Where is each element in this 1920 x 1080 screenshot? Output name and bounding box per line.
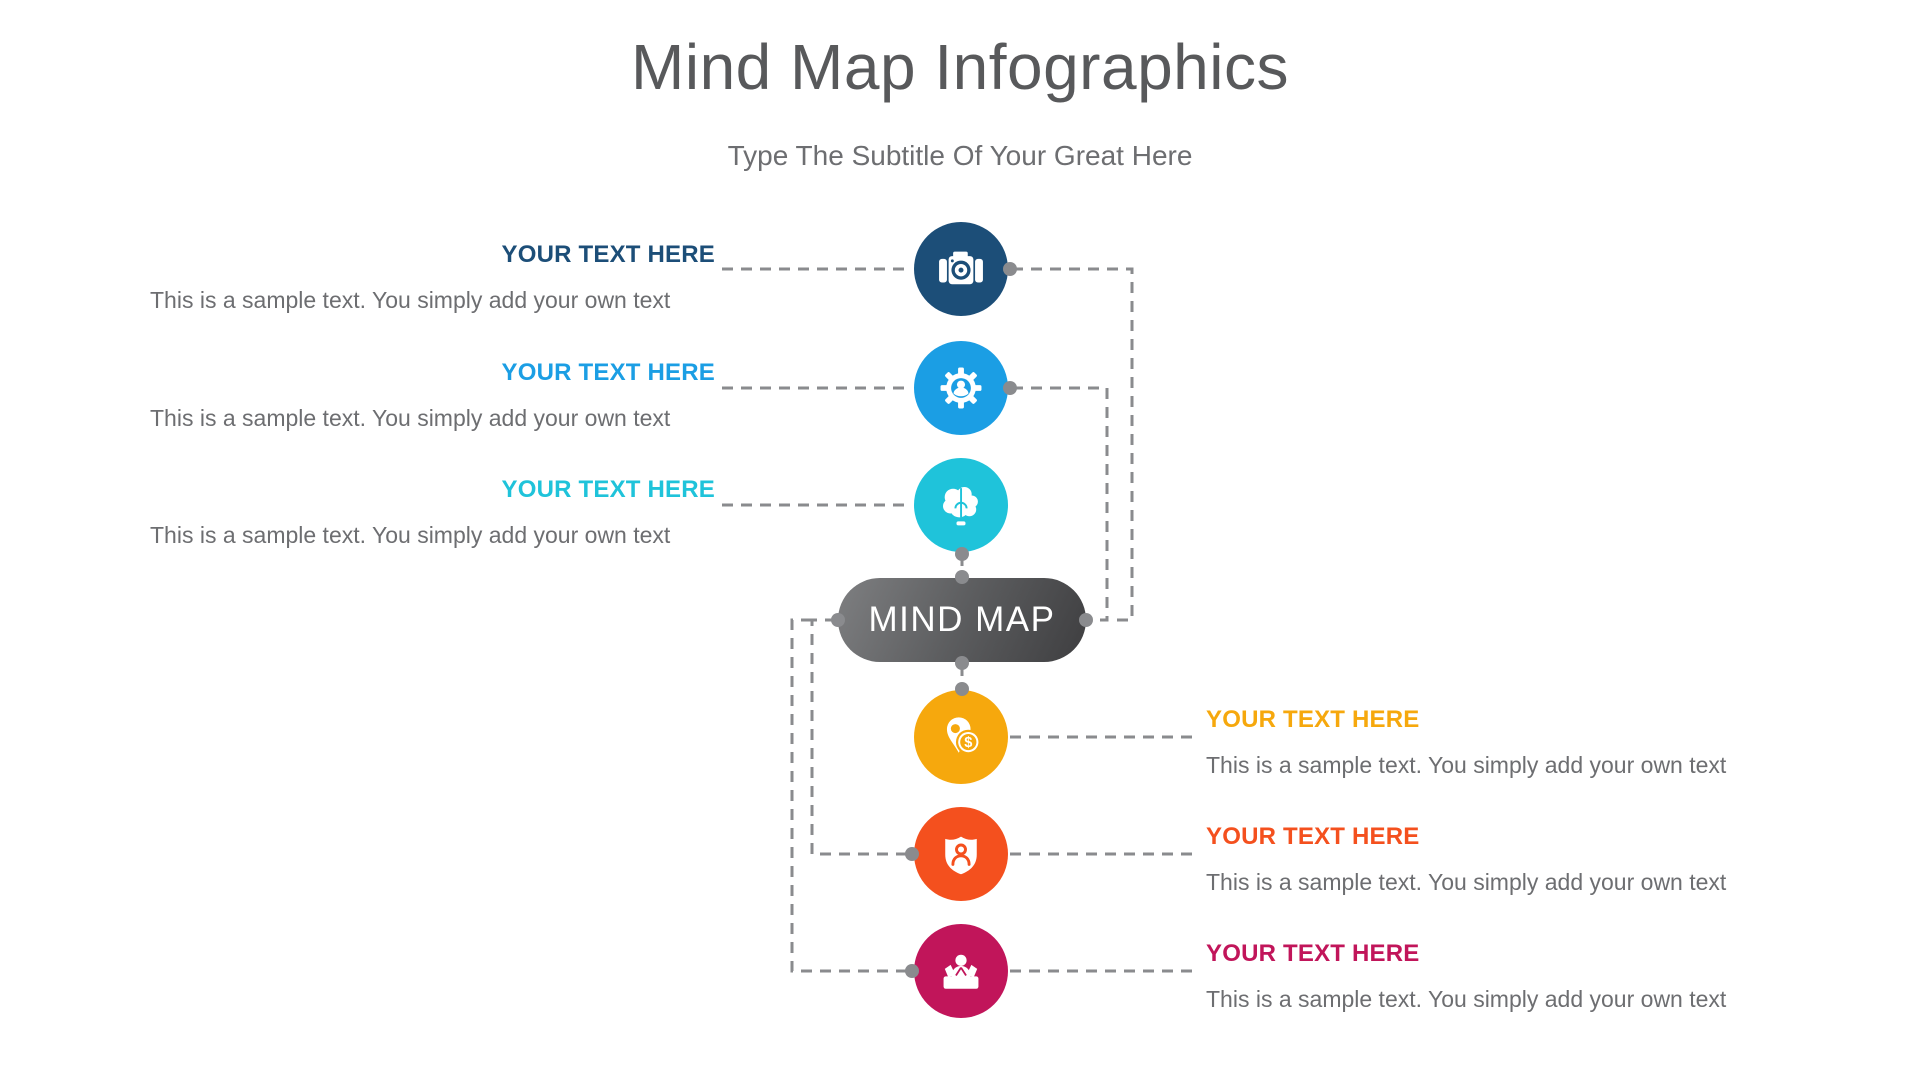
text-block-5-heading: YOUR TEXT HERE [1206,823,1420,850]
text-block-4-heading: YOUR TEXT HERE [1206,706,1420,733]
text-block-2: YOUR TEXT HERE This is a sample text. Yo… [150,359,715,432]
gear-user-icon [940,367,982,409]
node-circle-shield-user [914,807,1008,901]
node-circle-gear-user [914,341,1008,435]
text-block-6-body: This is a sample text. You simply add yo… [1206,986,1727,1012]
node-circle-camera [914,222,1008,316]
shield-user-icon [945,836,977,875]
text-block-5-body: This is a sample text. You simply add yo… [1206,869,1727,895]
text-block-3-body: This is a sample text. You simply add yo… [150,522,671,548]
text-block-3: YOUR TEXT HERE This is a sample text. Yo… [150,476,715,549]
money-location-icon: $ [946,717,981,755]
mind-map-center-node: MIND MAP [838,578,1086,662]
page-subtitle: Type The Subtitle Of Your Great Here [727,140,1193,171]
connector-node1-center [1012,267,1134,622]
mind-map-label: MIND MAP [868,600,1056,639]
text-block-2-heading: YOUR TEXT HERE [501,359,715,386]
brain-idea-icon [943,487,978,526]
text-block-1-body: This is a sample text. You simply add yo… [150,287,671,313]
text-block-4: YOUR TEXT HERE This is a sample text. Yo… [1206,706,1781,779]
node-circle-money-pin: $ [914,690,1008,784]
text-block-1-heading: YOUR TEXT HERE [501,241,715,268]
text-block-5: YOUR TEXT HERE This is a sample text. Yo… [1206,823,1781,896]
connector-center-node6 [790,618,910,973]
camera-icon [939,251,983,285]
page-title: Mind Map Infographics [631,31,1289,103]
text-block-6-heading: YOUR TEXT HERE [1206,940,1420,967]
text-block-2-body: This is a sample text. You simply add yo… [150,405,671,431]
svg-text:$: $ [964,735,972,751]
text-block-6: YOUR TEXT HERE This is a sample text. Yo… [1206,940,1781,1013]
text-block-1: YOUR TEXT HERE This is a sample text. Yo… [150,241,715,314]
podium-person-icon [943,954,979,989]
node-circle-podium-person [914,924,1008,1018]
node-circle-brain [914,458,1008,552]
text-block-4-body: This is a sample text. You simply add yo… [1206,752,1727,778]
text-block-3-heading: YOUR TEXT HERE [501,476,715,503]
